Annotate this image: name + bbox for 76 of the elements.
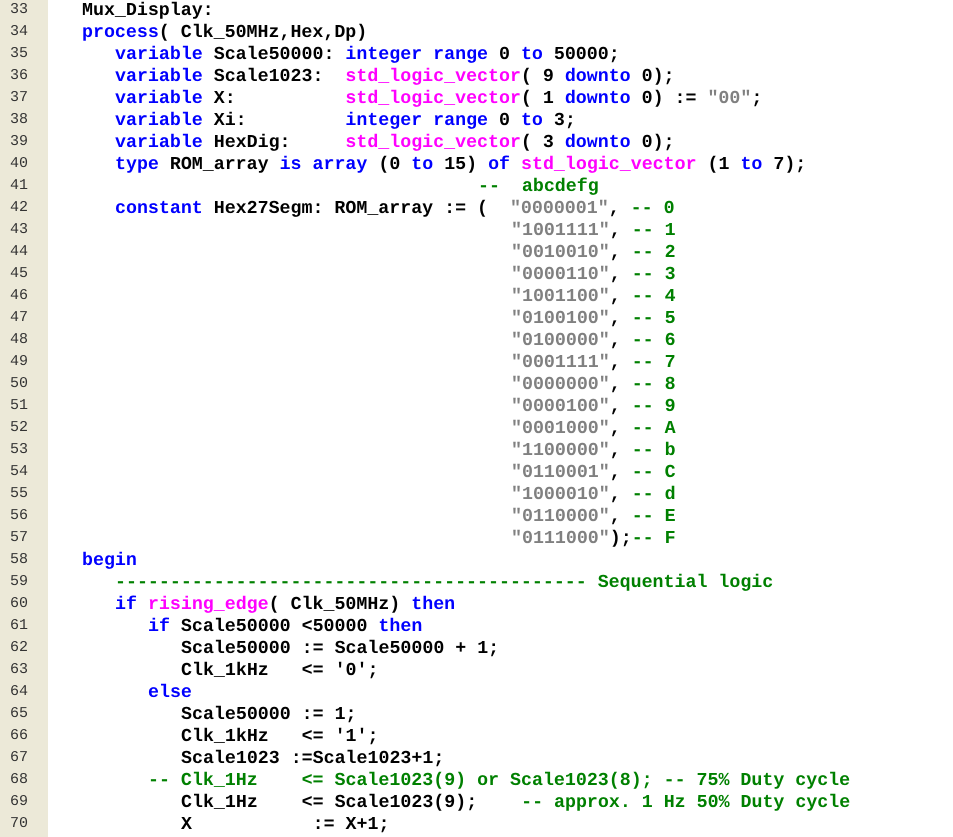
line-number: 35 xyxy=(10,45,28,64)
line-number: 48 xyxy=(10,331,28,350)
line-number: 66 xyxy=(10,727,28,746)
code-line: "0000000", -- 8 xyxy=(511,375,676,397)
line-number: 52 xyxy=(10,419,28,438)
code-line: X := X+1; xyxy=(181,815,390,837)
code-line: "0001111", -- 7 xyxy=(511,353,676,375)
code-line: ------------------------------------------- Sequential logic xyxy=(115,573,774,595)
line-number: 43 xyxy=(10,221,28,240)
line-number: 49 xyxy=(10,353,28,372)
line-number: 37 xyxy=(10,89,28,108)
code-line: "0001000", -- A xyxy=(511,419,676,441)
line-number: 53 xyxy=(10,441,28,460)
code-line: Mux_Display: xyxy=(82,1,214,23)
code-line: Clk_1kHz <= '0'; xyxy=(181,661,378,683)
code-line: "1100000", -- b xyxy=(511,441,676,463)
code-line: "1001100", -- 4 xyxy=(511,287,676,309)
line-number: 46 xyxy=(10,287,28,306)
code-line: Scale1023 :=Scale1023+1; xyxy=(181,749,444,771)
code-line: "0000110", -- 3 xyxy=(511,265,676,287)
code-line: "0110000", -- E xyxy=(511,507,676,529)
line-number: 34 xyxy=(10,23,28,42)
code-line: Clk_1kHz <= '1'; xyxy=(181,727,378,749)
line-number: 44 xyxy=(10,243,28,262)
line-number: 38 xyxy=(10,111,28,130)
code-line: -- Clk_1Hz <= Scale1023(9) or Scale1023(8); -- 75% Duty cycle xyxy=(148,771,850,793)
line-number: 58 xyxy=(10,551,28,570)
code-line: "0100100", -- 5 xyxy=(511,309,676,331)
line-number: 65 xyxy=(10,705,28,724)
line-number: 57 xyxy=(10,529,28,548)
line-number: 50 xyxy=(10,375,28,394)
line-number: 45 xyxy=(10,265,28,284)
code-line: variable Xi: integer range 0 to 3; xyxy=(115,111,576,133)
code-line: type ROM_array is array (0 to 15) of std_logic_vector (1 to 7); xyxy=(115,155,806,177)
code-line: variable HexDig: std_logic_vector( 3 downto 0); xyxy=(115,133,675,155)
code-line: "0010010", -- 2 xyxy=(511,243,676,265)
line-number: 63 xyxy=(10,661,28,680)
line-number: 51 xyxy=(10,397,28,416)
code-line: "0111000");-- F xyxy=(511,529,676,551)
code-line: variable Scale50000: integer range 0 to 50000; xyxy=(115,45,620,67)
code-line: process( Clk_50MHz,Hex,Dp) xyxy=(82,23,368,45)
line-number: 54 xyxy=(10,463,28,482)
line-number: 69 xyxy=(10,793,28,812)
code-line: "0100000", -- 6 xyxy=(511,331,676,353)
line-number: 59 xyxy=(10,573,28,592)
code-line: variable Scale1023: std_logic_vector( 9 downto 0); xyxy=(115,67,675,89)
line-number: 55 xyxy=(10,485,28,504)
code-line: Scale50000 := 1; xyxy=(181,705,357,727)
code-line: else xyxy=(148,683,192,705)
line-number: 47 xyxy=(10,309,28,328)
line-number: 56 xyxy=(10,507,28,526)
line-number: 42 xyxy=(10,199,28,218)
line-number: 62 xyxy=(10,639,28,658)
line-number: 41 xyxy=(10,177,28,196)
code-line: Clk_1Hz <= Scale1023(9); -- approx. 1 Hz 50% Duty cycle xyxy=(181,793,850,815)
line-number: 60 xyxy=(10,595,28,614)
code-line: begin xyxy=(82,551,137,573)
code-line: "0110001", -- C xyxy=(511,463,676,485)
line-number: 33 xyxy=(10,1,28,20)
code-line: "1000010", -- d xyxy=(511,485,676,507)
code-line: -- abcdefg xyxy=(478,177,599,199)
code-line: if Scale50000 <50000 then xyxy=(148,617,422,639)
code-line: Scale50000 := Scale50000 + 1; xyxy=(181,639,500,661)
line-number: 61 xyxy=(10,617,28,636)
code-line: variable X: std_logic_vector( 1 downto 0) := "00"; xyxy=(115,89,762,111)
line-number: 67 xyxy=(10,749,28,768)
code-line: constant Hex27Segm: ROM_array := ( "0000001", -- 0 xyxy=(115,199,675,221)
line-number: 64 xyxy=(10,683,28,702)
code-line: if rising_edge( Clk_50MHz) then xyxy=(115,595,456,617)
line-number: 70 xyxy=(10,815,28,834)
line-number: 40 xyxy=(10,155,28,174)
line-number: 39 xyxy=(10,133,28,152)
line-number: 68 xyxy=(10,771,28,790)
line-number: 36 xyxy=(10,67,28,86)
code-line: "0000100", -- 9 xyxy=(511,397,676,419)
code-line: "1001111", -- 1 xyxy=(511,221,676,243)
